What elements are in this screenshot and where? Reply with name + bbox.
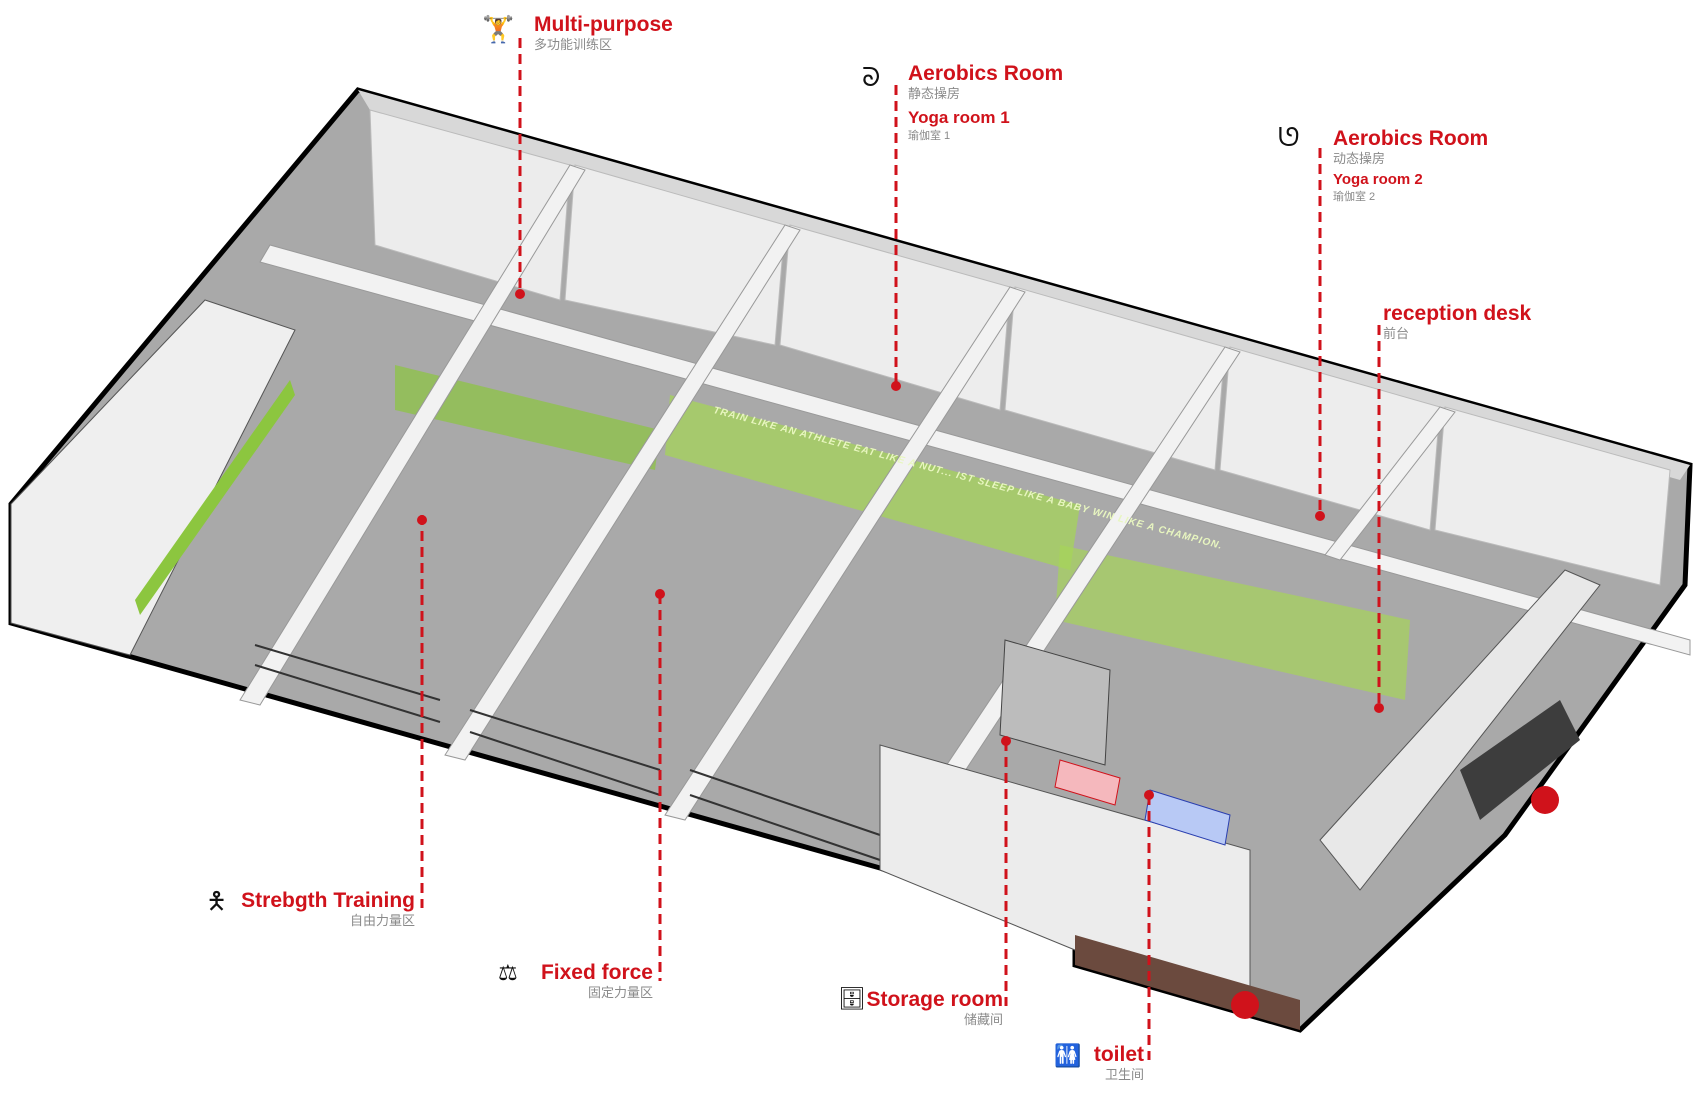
label-strength-training: Strebgth Training 自由力量区: [241, 889, 415, 928]
label-en: Strebgth Training: [241, 889, 415, 912]
window-wall-room6: [1434, 406, 1671, 586]
treadmill-rows: [254, 644, 881, 861]
label-cn: 自由力量区: [349, 913, 415, 929]
label-cn-2: 瑜伽室 2: [1333, 190, 1376, 203]
label-en: Fixed force: [540, 961, 653, 984]
label-en: Aerobics Room: [908, 62, 1064, 85]
label-toilet: toilet 卫生间: [1094, 1043, 1144, 1082]
label-en-2: Yoga room 1: [908, 108, 1010, 128]
locker-green-stripe: [135, 380, 295, 615]
label-cn: 前台: [1383, 326, 1410, 342]
interior-walls: [239, 164, 1691, 871]
north-wall: [358, 90, 1690, 480]
label-cn: 固定力量区: [587, 985, 653, 1001]
yoga-pose-icon: ᘐ: [862, 62, 881, 92]
label-en: Aerobics Room: [1333, 127, 1489, 150]
label-multipurpose: Multi-purpose 多功能训练区: [534, 13, 673, 52]
label-cn: 储藏间: [963, 1012, 1003, 1028]
side-entrance-floor: [1460, 700, 1580, 820]
label-cn: 卫生间: [1104, 1067, 1144, 1083]
toilet-blue-cubicle: [1144, 789, 1231, 846]
entrance-marker-front: [1231, 991, 1259, 1019]
leader-lines: [420, 38, 1381, 1060]
green-glass-reception: [1055, 545, 1410, 700]
label-storage-room: Storage room 储藏间: [866, 988, 1003, 1027]
label-en: Multi-purpose: [534, 13, 673, 36]
service-block-right: [1319, 569, 1601, 891]
green-glass-wall-center: [665, 395, 1080, 570]
toilet-red-cubicle: [1054, 759, 1121, 806]
label-fixed-force: Fixed force 固定力量区: [541, 961, 653, 1000]
window-wall-room2: [564, 164, 786, 346]
label-en: toilet: [1093, 1043, 1144, 1066]
stretch-pose-icon: ᘎ: [1278, 122, 1300, 152]
label-en: reception desk: [1383, 302, 1532, 325]
label-cn-2: 瑜伽室 1: [908, 130, 951, 143]
label-aerobics-room-2: Aerobics Room 动态操房 Yoga room 2 瑜伽室 2: [1333, 127, 1488, 203]
label-cn: 动态操房: [1333, 151, 1386, 167]
person-lifting-icon: 🯅: [206, 888, 228, 915]
label-en-2: Yoga room 2: [1333, 171, 1423, 189]
restroom-icon: 🚻: [1054, 1043, 1082, 1068]
green-glass-wall-left: [395, 365, 660, 470]
leader-dots: [417, 289, 1384, 800]
label-reception-desk: reception desk 前台: [1383, 302, 1531, 341]
storage-room: [999, 639, 1111, 766]
barbell-rack-icon: 🏋: [482, 14, 515, 44]
label-en: Storage room: [866, 988, 1003, 1011]
window-wall-room4: [1004, 286, 1226, 471]
label-cn: 静态操房: [908, 86, 961, 102]
label-cn: 多功能训练区: [534, 37, 613, 53]
cabinet-icon: 🗄: [838, 986, 866, 1011]
weight-machine-icon: ⚖: [498, 960, 518, 985]
label-aerobics-room-1: Aerobics Room 静态操房 Yoga room 1 瑜伽室 1: [908, 62, 1063, 142]
entrance-marker-side: [1531, 786, 1559, 814]
